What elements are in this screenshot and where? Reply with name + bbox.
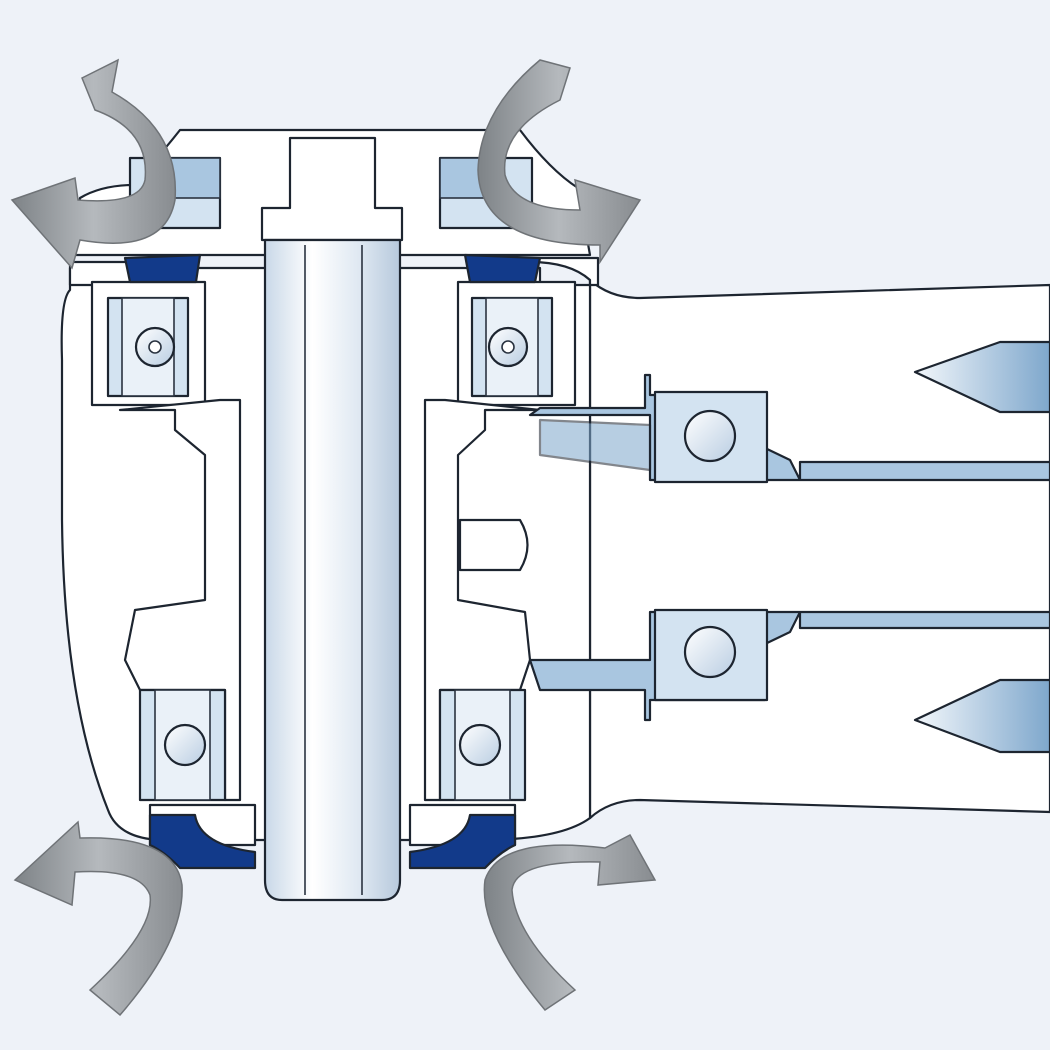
airflow-arrow-icon — [10, 58, 177, 270]
seal-ring-icon — [463, 253, 542, 284]
upper-seals — [123, 253, 542, 284]
lower-seals — [148, 803, 517, 870]
seal-ring-icon — [408, 813, 517, 870]
handle-cones — [913, 340, 1050, 754]
airflow-arrow-icon — [13, 820, 183, 1017]
ball-bearing-icon — [163, 723, 207, 767]
airflow-arrows — [10, 58, 657, 1017]
spindle-shaft — [260, 136, 404, 902]
airflow-arrow-icon — [483, 833, 657, 1011]
airflow-arrow-icon — [477, 59, 642, 265]
seal-ring-icon — [123, 253, 202, 284]
lower-bearing-left — [138, 688, 227, 802]
upper-bearing-left — [90, 280, 207, 407]
rotor-body — [118, 398, 542, 802]
upper-bearing-right — [456, 280, 577, 407]
lower-bearing-right — [438, 688, 527, 802]
ball-bearing-icon — [683, 409, 737, 463]
ball-bearing-icon — [683, 625, 737, 679]
handle-bearing-lower — [653, 608, 769, 702]
seal-ring-icon — [148, 813, 257, 870]
handle-bearing-upper — [653, 390, 769, 484]
ball-bearing-icon — [458, 723, 502, 767]
